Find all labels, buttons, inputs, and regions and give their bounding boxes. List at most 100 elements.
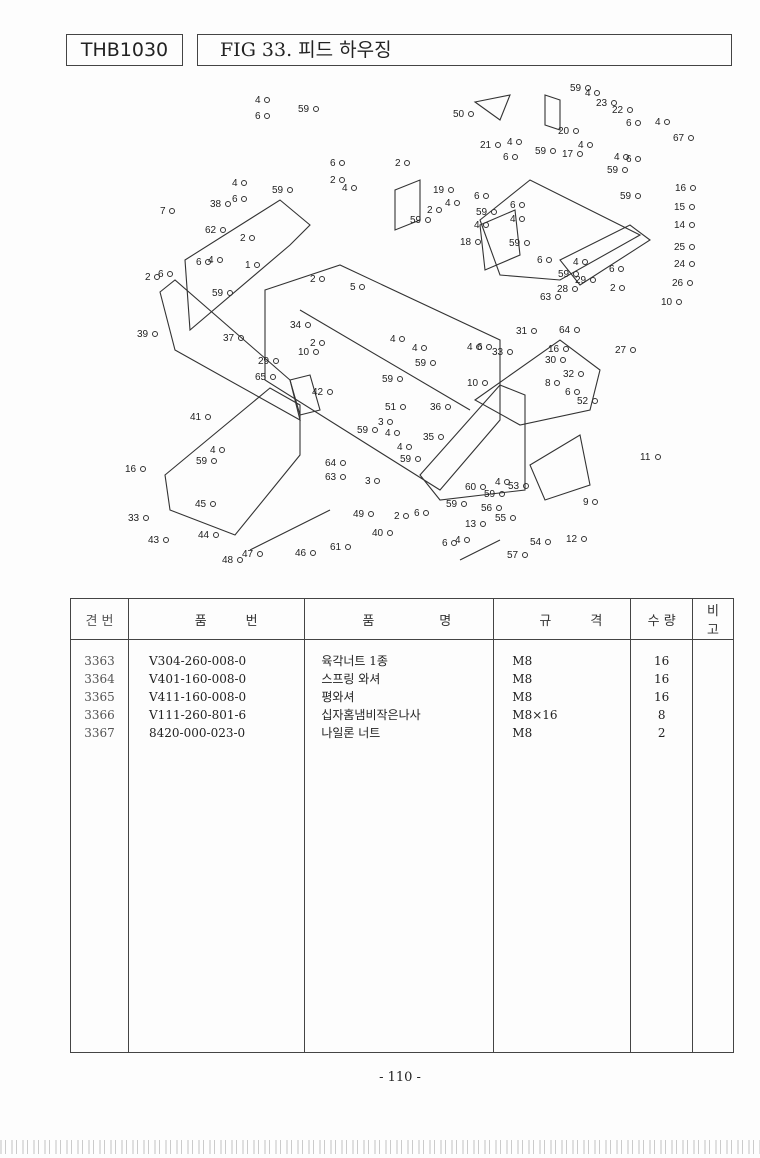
part-50 [473, 94, 511, 121]
callout-label: 6 [626, 118, 632, 129]
cell-spec: M8×16 [493, 706, 632, 724]
fastener-icon [574, 389, 580, 395]
callout-label: 18 [460, 237, 472, 248]
callout-label: 23 [596, 98, 608, 109]
callout-label: 43 [148, 535, 160, 546]
callout-label: 29 [258, 356, 270, 367]
fastener-icon [546, 257, 552, 263]
callout-label: 48 [222, 555, 234, 566]
fastener-icon [635, 120, 641, 126]
cell-note [692, 639, 734, 670]
fastener-icon [475, 239, 481, 245]
callout-label: 6 [232, 194, 238, 205]
callout-label: 33 [128, 513, 140, 524]
fastener-icon [622, 167, 628, 173]
cell-part: 8420-000-023-0 [128, 724, 306, 742]
callout-label: 67 [673, 133, 685, 144]
fastener-icon [689, 204, 695, 210]
fastener-icon [572, 286, 578, 292]
callout-label: 6 [537, 255, 543, 266]
callout-label: 6 [609, 264, 615, 275]
callout-label: 10 [467, 378, 479, 389]
callout-label: 4 [385, 428, 391, 439]
callout-label: 52 [577, 396, 589, 407]
fastener-icon [238, 335, 244, 341]
fastener-icon [664, 119, 670, 125]
callout-label: 4 [467, 342, 473, 353]
cell-qty: 2 [630, 724, 694, 742]
page-number: - 110 - [379, 1070, 421, 1085]
cell-note [692, 688, 734, 706]
callout-label: 2 [310, 338, 316, 349]
cell-qty: 16 [630, 688, 694, 706]
fastener-icon [319, 276, 325, 282]
fastener-icon [273, 358, 279, 364]
callout-label: 59 [357, 425, 369, 436]
callout-label: 59 [298, 104, 310, 115]
callout-label: 6 [158, 269, 164, 280]
fastener-icon [510, 515, 516, 521]
cell-spec: M8 [493, 639, 632, 670]
callout-label: 4 [232, 178, 238, 189]
bracket-19 [394, 179, 421, 231]
fastener-icon [374, 478, 380, 484]
callout-label: 11 [640, 452, 651, 463]
fastener-icon [327, 389, 333, 395]
bracket-42 [289, 374, 321, 416]
fastener-icon [249, 235, 255, 241]
callout-label: 59 [509, 238, 521, 249]
callout-label: 59 [410, 215, 422, 226]
callout-label: 4 [573, 257, 579, 268]
callout-label: 6 [474, 191, 480, 202]
callout-label: 62 [205, 225, 217, 236]
fastener-icon [690, 185, 696, 191]
callout-label: 4 [397, 442, 403, 453]
fastener-icon [482, 380, 488, 386]
callout-label: 4 [412, 343, 418, 354]
fastener-icon [313, 349, 319, 355]
callout-label: 4 [455, 535, 461, 546]
fastener-icon [387, 419, 393, 425]
callout-label: 2 [330, 175, 336, 186]
fastener-icon [574, 327, 580, 333]
fastener-icon [554, 380, 560, 386]
fastener-icon [476, 344, 482, 350]
callout-label: 4 [655, 117, 661, 128]
fastener-icon [464, 537, 470, 543]
col-qty: 수 량 [630, 598, 694, 640]
callout-label: 4 [445, 198, 451, 209]
fastener-icon [689, 261, 695, 267]
cell-note [692, 670, 734, 688]
cell-part: V304-260-008-0 [128, 639, 306, 670]
callout-label: 59 [607, 165, 619, 176]
callout-label: 4 [390, 334, 396, 345]
cell-name: 평와셔 [304, 688, 495, 706]
plate-14 [559, 224, 651, 286]
fastener-icon [340, 474, 346, 480]
fastener-icon [430, 360, 436, 366]
callout-label: 2 [240, 233, 246, 244]
fastener-icon [217, 257, 223, 263]
callout-label: 5 [350, 282, 356, 293]
fastener-icon [219, 447, 225, 453]
fastener-icon [339, 160, 345, 166]
fastener-icon [319, 340, 325, 346]
callout-label: 4 [578, 140, 584, 151]
callout-label: 2 [310, 274, 316, 285]
fastener-icon [582, 259, 588, 265]
fastener-icon [403, 513, 409, 519]
scan-artifact [0, 1140, 760, 1154]
callout-label: 35 [423, 432, 435, 443]
callout-label: 9 [583, 497, 589, 508]
callout-label: 29 [575, 275, 587, 286]
callout-label: 26 [672, 278, 684, 289]
callout-label: 39 [137, 329, 149, 340]
callout-label: 22 [612, 105, 624, 116]
fastener-icon [152, 331, 158, 337]
fastener-icon [555, 294, 561, 300]
fastener-icon [415, 456, 421, 462]
callout-label: 37 [223, 333, 235, 344]
